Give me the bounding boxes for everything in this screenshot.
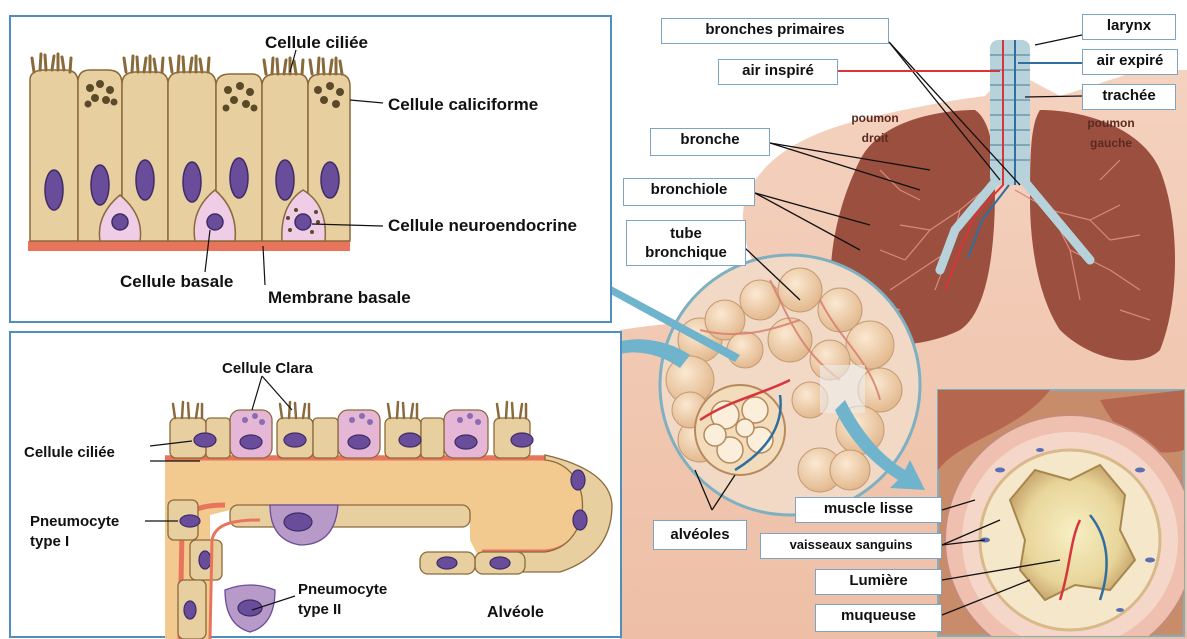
label-bronches-primaires: bronches primaires xyxy=(661,18,889,44)
label-alveoles: alvéoles xyxy=(653,520,747,550)
label-pneumocyte-2-line2: type II xyxy=(298,600,387,620)
label-larynx: larynx xyxy=(1082,14,1176,40)
label-alveole: Alvéole xyxy=(487,604,544,622)
label-cellule-caliciforme: Cellule caliciforme xyxy=(388,95,538,115)
label-muscle-lisse: muscle lisse xyxy=(795,497,942,523)
alveoli-magnification xyxy=(660,255,920,515)
label-tube-bronchique-line2: bronchique xyxy=(631,243,741,262)
label-pneumocyte-1-line1: Pneumocyte xyxy=(30,512,119,532)
label-muqueuse: muqueuse xyxy=(815,604,942,632)
label-membrane-basale: Membrane basale xyxy=(268,288,411,308)
label-air-expire: air expiré xyxy=(1082,49,1178,75)
label-cellule-basale: Cellule basale xyxy=(120,272,233,292)
label-trachee: trachée xyxy=(1082,84,1176,110)
label-pneumocyte-type-1: Pneumocyte type I xyxy=(30,512,119,552)
label-lumiere: Lumière xyxy=(815,569,942,595)
label-pneumocyte-2-line1: Pneumocyte xyxy=(298,580,387,600)
label-cellule-ciliee-alveolar: Cellule ciliée xyxy=(24,444,115,461)
label-bronchiole: bronchiole xyxy=(623,178,755,206)
label-poumon-gauche-line2: gauche xyxy=(1080,136,1142,151)
label-pneumocyte-1-line2: type I xyxy=(30,532,119,552)
label-vaisseaux-sanguins: vaisseaux sanguins xyxy=(760,533,942,559)
basement-membrane xyxy=(28,241,350,251)
label-cellule-ciliee: Cellule ciliée xyxy=(265,33,368,53)
epithelium-panel xyxy=(10,16,611,322)
label-air-inspire: air inspiré xyxy=(718,59,838,85)
label-tube-bronchique: tube bronchique xyxy=(626,220,746,266)
label-poumon-gauche: poumon gauche xyxy=(1080,116,1142,151)
label-poumon-gauche-line1: poumon xyxy=(1080,116,1142,131)
label-poumon-droit-line2: droit xyxy=(845,131,905,146)
label-tube-bronchique-line1: tube xyxy=(631,224,741,243)
label-poumon-droit-line1: poumon xyxy=(845,111,905,126)
label-pneumocyte-type-2: Pneumocyte type II xyxy=(298,580,387,620)
label-bronche: bronche xyxy=(650,128,770,156)
label-poumon-droit: poumon droit xyxy=(845,111,905,146)
label-cellule-neuroendocrine: Cellule neuroendocrine xyxy=(388,216,577,236)
label-cellule-clara: Cellule Clara xyxy=(222,360,313,377)
